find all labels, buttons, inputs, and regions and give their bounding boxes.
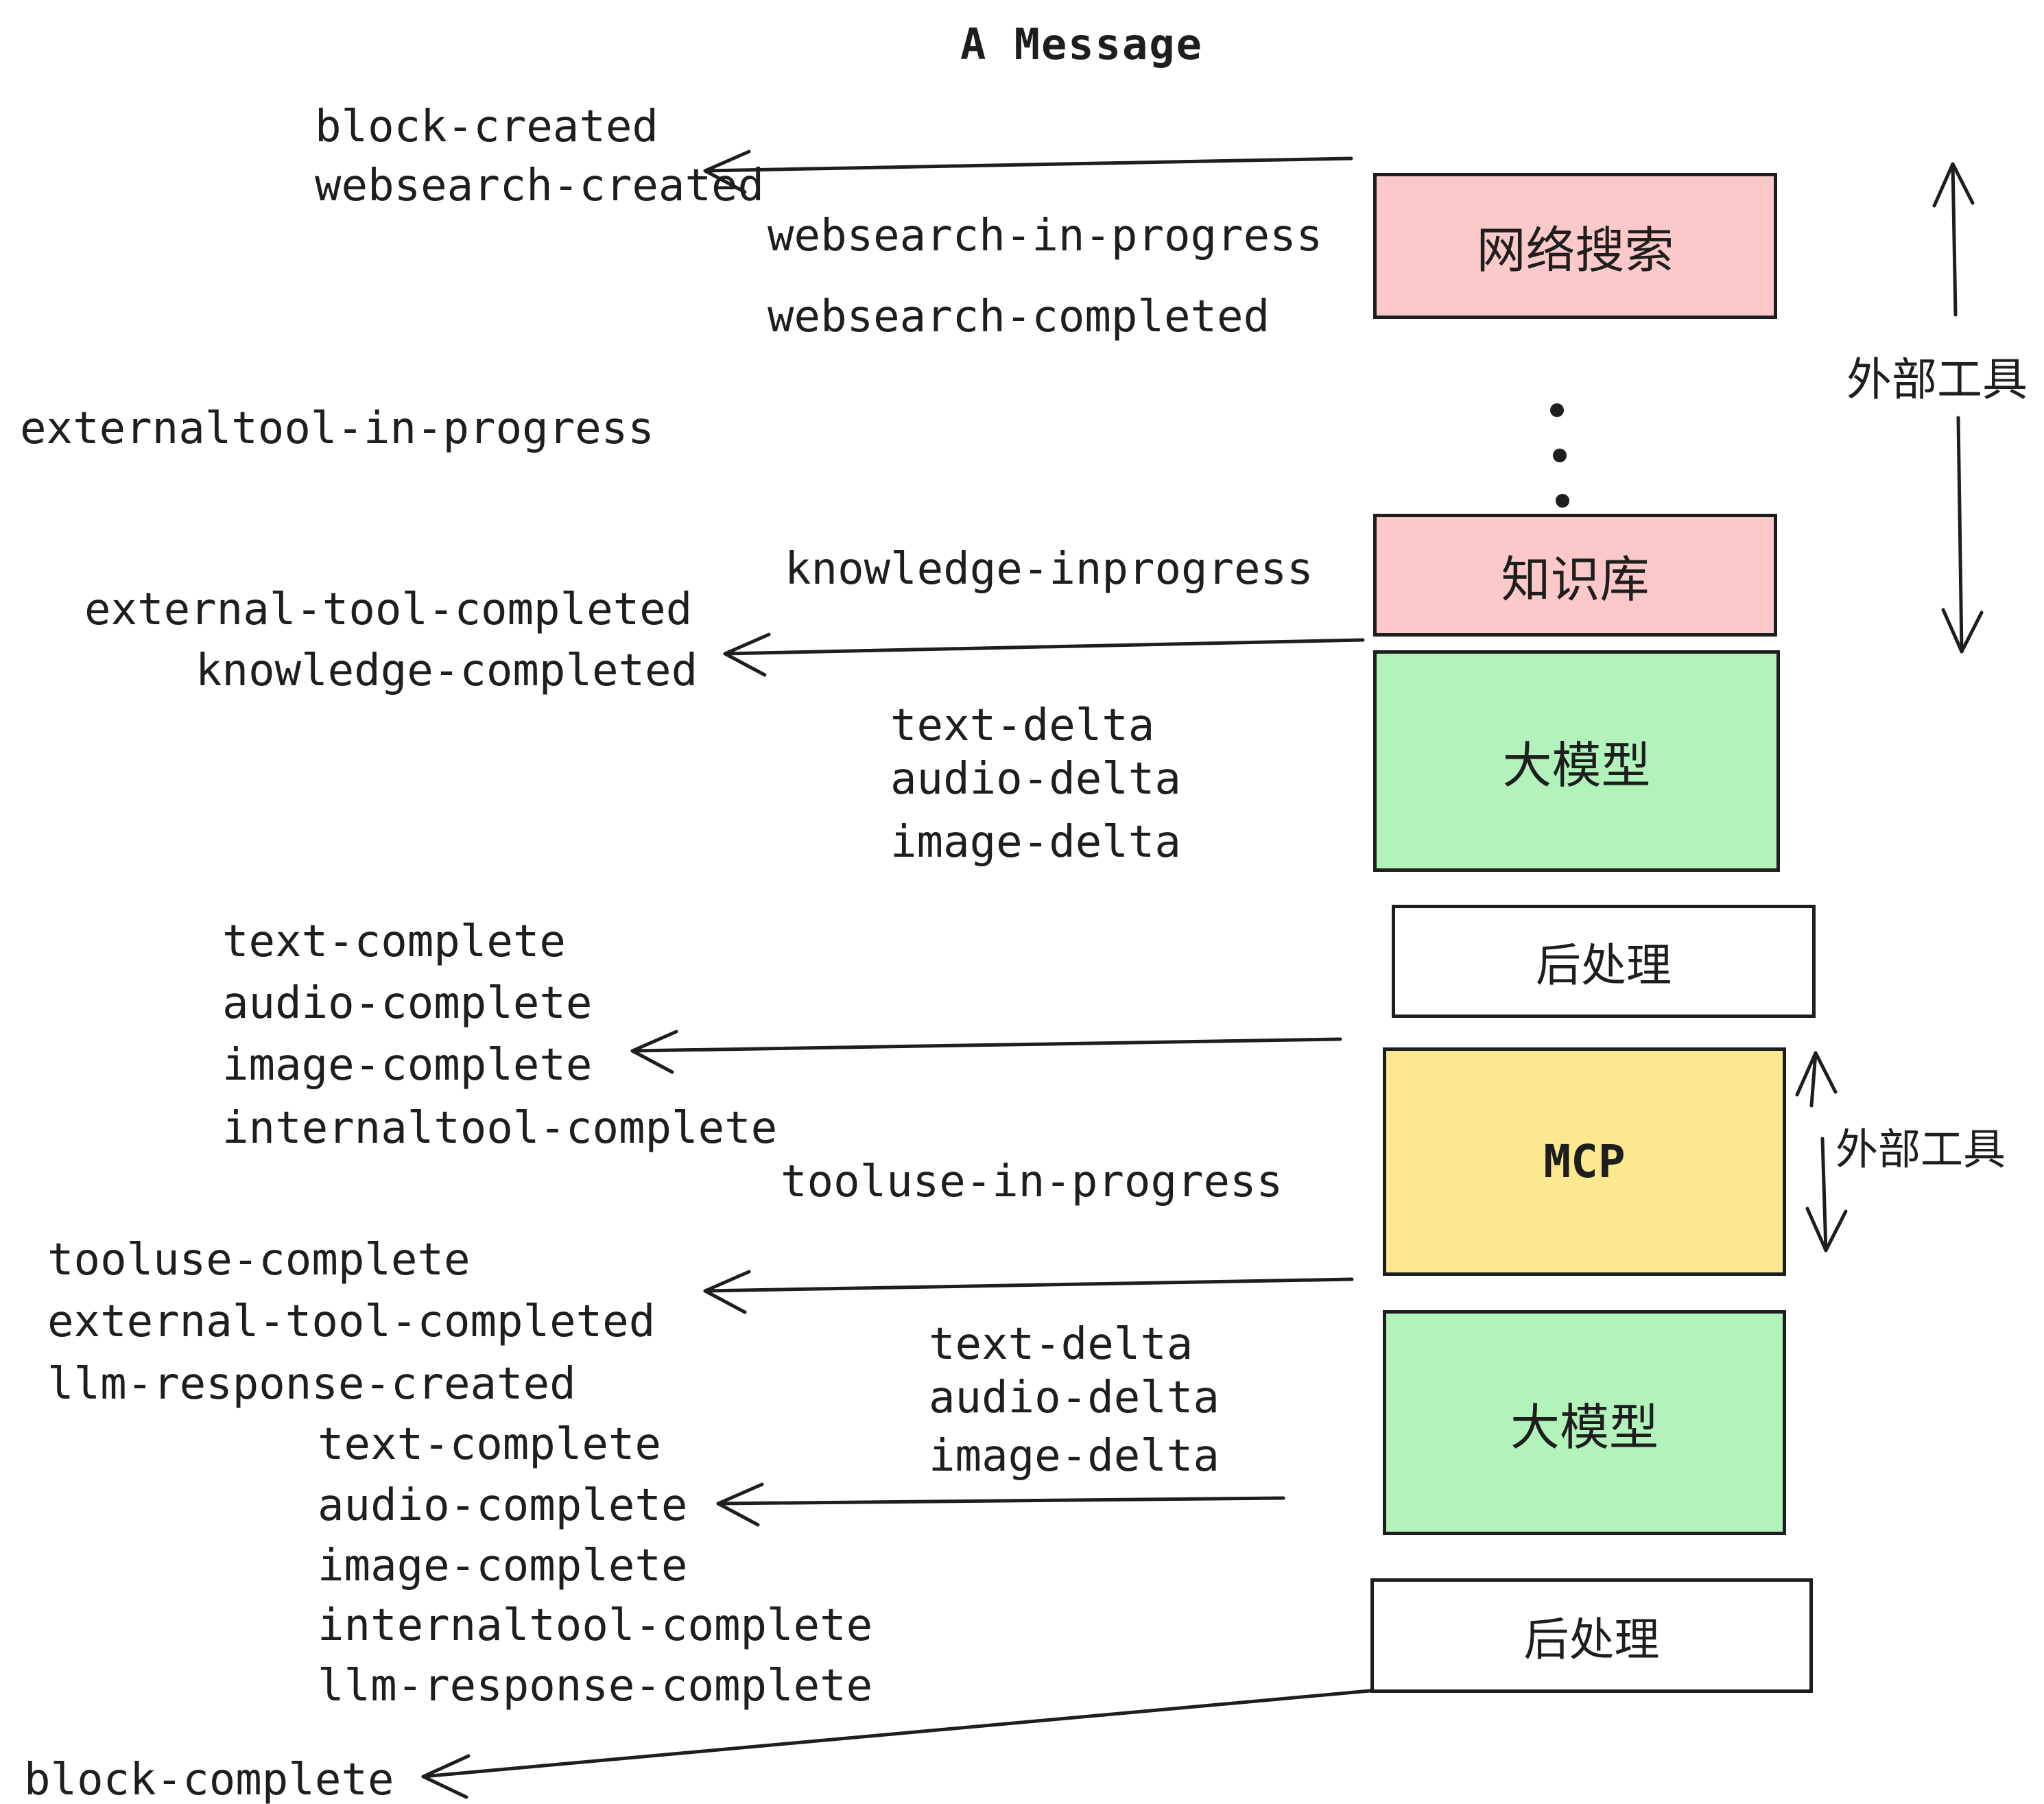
arrow-to-tooluse-complete-icon	[703, 1270, 1354, 1314]
event-external-tool-completed-2: external-tool-completed	[47, 1296, 656, 1347]
postprocess-box-1: 后处理	[1392, 905, 1816, 1018]
event-websearch-completed: websearch-completed	[768, 292, 1270, 342]
arrow-to-audio-complete-icon	[716, 1482, 1285, 1527]
arrow-to-block-complete-icon	[421, 1689, 1372, 1799]
event-text-complete-2: text-complete	[318, 1419, 661, 1470]
event-audio-complete-2: audio-complete	[318, 1480, 688, 1531]
external-tools-label-top: 外部工具	[1846, 353, 2028, 406]
llm-box-2-label: 大模型	[1510, 1398, 1659, 1456]
postprocess-box-2-label: 后处理	[1523, 1613, 1660, 1666]
event-image-complete-2: image-complete	[318, 1541, 688, 1591]
event-image-delta: image-delta	[890, 817, 1181, 868]
event-audio-delta-2: audio-delta	[929, 1373, 1220, 1423]
llm-box-1: 大模型	[1373, 650, 1780, 872]
llm-box-2: 大模型	[1383, 1310, 1786, 1535]
event-external-tool-completed: external-tool-completed	[84, 584, 693, 635]
external-tools-up-arrow-icon	[1932, 162, 1975, 317]
event-tooluse-in-progress: tooluse-in-progress	[781, 1156, 1283, 1207]
websearch-box-label: 网络搜索	[1476, 222, 1674, 279]
postprocess-box-2: 后处理	[1370, 1578, 1813, 1693]
event-websearch-created: websearch-created	[315, 161, 765, 211]
event-block-created: block-created	[315, 102, 658, 152]
mcp-external-up-arrow-icon	[1795, 1051, 1838, 1108]
mcp-box: MCP	[1383, 1047, 1786, 1276]
event-text-delta-2: text-delta	[929, 1319, 1193, 1370]
event-internaltool-complete-2: internaltool-complete	[318, 1600, 873, 1651]
websearch-box: 网络搜索	[1373, 173, 1777, 319]
knowledge-base-box-label: 知识库	[1501, 551, 1650, 608]
event-knowledge-inprogress: knowledge-inprogress	[785, 544, 1314, 595]
event-text-delta: text-delta	[890, 700, 1155, 751]
event-llm-response-complete: llm-response-complete	[318, 1661, 873, 1711]
event-knowledge-completed: knowledge-completed	[195, 645, 698, 696]
arrow-to-websearch-created-icon	[703, 150, 1353, 194]
llm-box-1-label: 大模型	[1502, 737, 1651, 794]
event-text-complete: text-complete	[222, 916, 566, 967]
event-internaltool-complete: internaltool-complete	[222, 1103, 778, 1154]
mcp-external-down-arrow-icon	[1805, 1137, 1848, 1253]
external-tools-label-bottom: 外部工具	[1835, 1124, 2006, 1174]
mcp-box-label: MCP	[1543, 1135, 1626, 1188]
event-llm-response-created: llm-response-created	[47, 1359, 576, 1410]
event-block-complete: block-complete	[24, 1755, 394, 1804]
event-audio-complete: audio-complete	[222, 978, 593, 1029]
event-image-delta-2: image-delta	[929, 1431, 1220, 1482]
event-image-complete: image-complete	[222, 1040, 593, 1091]
event-websearch-in-progress: websearch-in-progress	[768, 211, 1323, 261]
event-externaltool-in-progress: externaltool-in-progress	[20, 403, 654, 454]
event-audio-delta: audio-delta	[890, 754, 1181, 805]
external-tools-down-arrow-icon	[1941, 416, 1984, 654]
postprocess-box-1-label: 后处理	[1536, 938, 1672, 992]
ellipsis-dots-icon	[1550, 403, 1569, 508]
arrow-to-knowledge-completed-icon	[723, 632, 1365, 677]
event-tooluse-complete: tooluse-complete	[47, 1235, 471, 1285]
knowledge-base-box: 知识库	[1373, 514, 1777, 637]
page-title: A Message	[960, 19, 1203, 69]
arrow-to-image-complete-icon	[630, 1030, 1342, 1074]
